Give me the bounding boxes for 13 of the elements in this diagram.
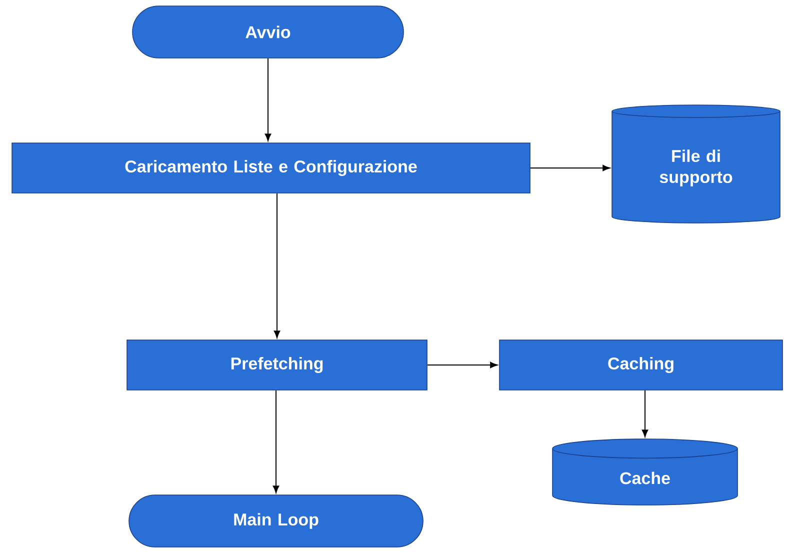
arrow (274, 192, 280, 338)
start-terminal: Avvio (132, 6, 404, 58)
arrow (642, 390, 648, 438)
process-box: Prefetching (126, 340, 428, 390)
process-box: Caricamento Liste e Configurazione (12, 142, 530, 194)
database-cylinder: File di supporto (612, 104, 780, 224)
process-box: Caching (499, 340, 783, 390)
end-terminal: Main Loop (128, 494, 424, 548)
arrow (426, 362, 498, 368)
arrow (272, 390, 280, 494)
arrow (530, 164, 610, 172)
database-cylinder: Cache (552, 438, 738, 506)
arrow (264, 58, 272, 142)
